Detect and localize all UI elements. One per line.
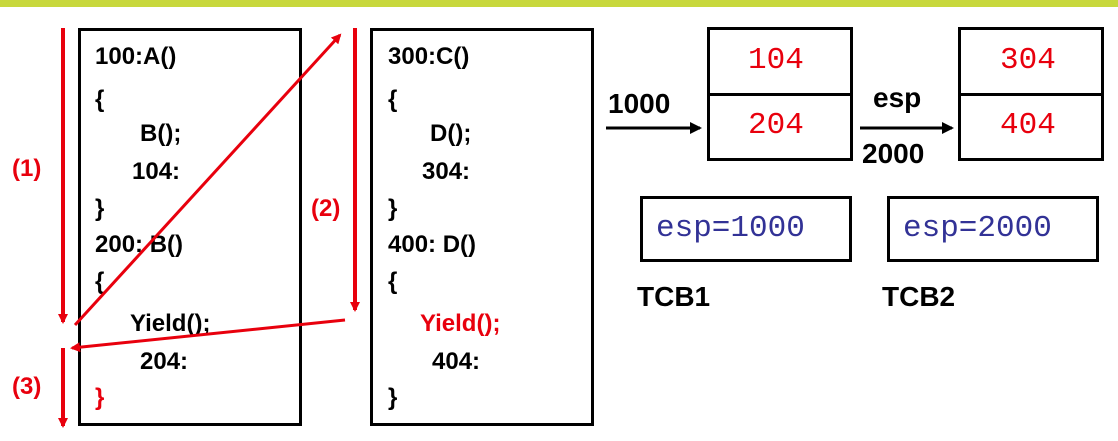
code-line: 304:: [422, 158, 471, 185]
code-line: {: [95, 86, 105, 113]
tcb1-box: [640, 196, 852, 262]
tcb2-name: TCB2: [882, 281, 956, 312]
tcb2-value: esp=2000: [903, 211, 1052, 246]
code-line: }: [388, 195, 398, 222]
code-line: {: [388, 86, 398, 113]
stack1-bottom-value: 204: [748, 108, 804, 143]
code-line: 400: D(): [388, 231, 477, 258]
code-line-highlighted: Yield();: [420, 310, 501, 337]
code-line: D();: [430, 120, 472, 147]
tcb1-name: TCB1: [637, 281, 711, 312]
code-line: 204:: [140, 348, 189, 375]
stack2-pointer-label-bottom: 2000: [862, 138, 925, 169]
code-line: {: [388, 268, 398, 295]
code-line: 104:: [132, 158, 181, 185]
code-line: Yield();: [130, 310, 211, 337]
stack1-pointer-label: 1000: [608, 88, 671, 119]
code-line: 404:: [432, 348, 481, 375]
stack2-top-value: 304: [1000, 43, 1056, 78]
step-label-1: (1): [12, 155, 42, 182]
step-label-3: (3): [12, 373, 42, 400]
stack-divider: [958, 93, 1104, 96]
flow-arrow-switch-up: [73, 33, 342, 327]
top-accent-bar: [0, 0, 1118, 7]
stack2-pointer-label-top: esp: [873, 82, 922, 113]
flow-arrow-switch-back: [70, 318, 346, 353]
code-line: }: [388, 384, 398, 411]
code-line: B();: [140, 120, 182, 147]
code-line: }: [95, 195, 105, 222]
code-line-highlighted: }: [95, 384, 105, 411]
tcb2-box: [887, 196, 1099, 262]
stack1-top-value: 104: [748, 43, 804, 78]
code-line: 100:A(): [95, 43, 177, 70]
stack-divider: [707, 93, 853, 96]
code-box-left: [78, 28, 302, 426]
code-box-right: [370, 28, 594, 426]
stack2-bottom-value: 404: [1000, 108, 1056, 143]
code-line: 300:C(): [388, 43, 470, 70]
code-line: {: [95, 268, 105, 295]
step-label-2: (2): [311, 195, 341, 222]
tcb1-value: esp=1000: [656, 211, 805, 246]
